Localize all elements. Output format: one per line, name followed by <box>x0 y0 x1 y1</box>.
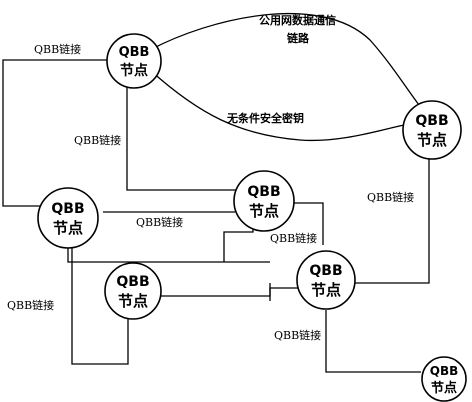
qbb-node-lower-left: QBB 节点 <box>104 262 162 320</box>
label-qbb-link-vertical-left: QBB链接 <box>74 133 121 147</box>
link-n1-left-down <box>2 59 107 207</box>
node-circle <box>106 33 162 89</box>
unconditional-key-link <box>149 69 405 142</box>
qbb-node-top-left: QBB 节点 <box>106 33 162 89</box>
node-circle <box>402 100 462 160</box>
node-label-line2: 节点 <box>311 281 341 299</box>
link-n3-to-n5 <box>223 222 254 262</box>
node-circle <box>296 250 356 310</box>
link-n2-down-loop <box>71 247 129 365</box>
qbb-node-right: QBB 节点 <box>402 100 462 160</box>
qbb-node-center: QBB 节点 <box>233 170 295 232</box>
node-label-line2: 节点 <box>120 62 148 79</box>
label-qbb-link-right: QBB链接 <box>367 190 414 204</box>
label-qbb-link-bottom-left: QBB链接 <box>7 298 54 312</box>
label-qbb-link-bottom: QBB链接 <box>274 328 321 342</box>
node-circle <box>37 187 99 249</box>
qbb-node-lower-center: QBB 节点 <box>296 250 356 310</box>
node-label-line2: 节点 <box>431 380 457 396</box>
node-label-line1: QBB <box>430 364 459 378</box>
node-label-line1: QBB <box>119 45 150 60</box>
node-label-line2: 节点 <box>53 219 83 237</box>
label-unconditional-key: 无条件安全密钥 <box>226 111 304 125</box>
label-qbb-link-middle: QBB链接 <box>136 215 183 229</box>
node-label-line2: 节点 <box>417 131 447 149</box>
node-label-line1: QBB <box>51 201 84 217</box>
link-n3-right-down <box>290 202 324 245</box>
node-circle <box>104 262 162 320</box>
label-public-network-line2: 链路 <box>287 31 310 45</box>
qbb-node-left: QBB 节点 <box>37 187 99 249</box>
label-qbb-link-center: QBB链接 <box>270 231 317 245</box>
link-n6-to-n8 <box>325 310 421 373</box>
node-circle <box>233 170 295 232</box>
node-label-line1: QBB <box>309 263 342 279</box>
node-label-line2: 节点 <box>118 292 148 310</box>
node-circle <box>421 356 467 402</box>
link-n4-to-n6 <box>160 287 298 297</box>
qbb-node-bottom-right: QBB 节点 <box>421 356 467 402</box>
node-label-line1: QBB <box>247 184 280 200</box>
node-label-line2: 节点 <box>249 202 279 220</box>
link-n1-to-n3 <box>126 86 236 191</box>
node-label-line1: QBB <box>116 274 149 290</box>
label-public-network-line1: 公用网数据通信 <box>259 13 336 27</box>
link-n2-to-n5 <box>67 247 270 263</box>
node-label-line1: QBB <box>415 113 448 129</box>
link-n7-to-n6 <box>354 152 430 284</box>
public-network-link <box>149 12 433 123</box>
label-qbb-link-top-left: QBB链接 <box>34 42 81 56</box>
